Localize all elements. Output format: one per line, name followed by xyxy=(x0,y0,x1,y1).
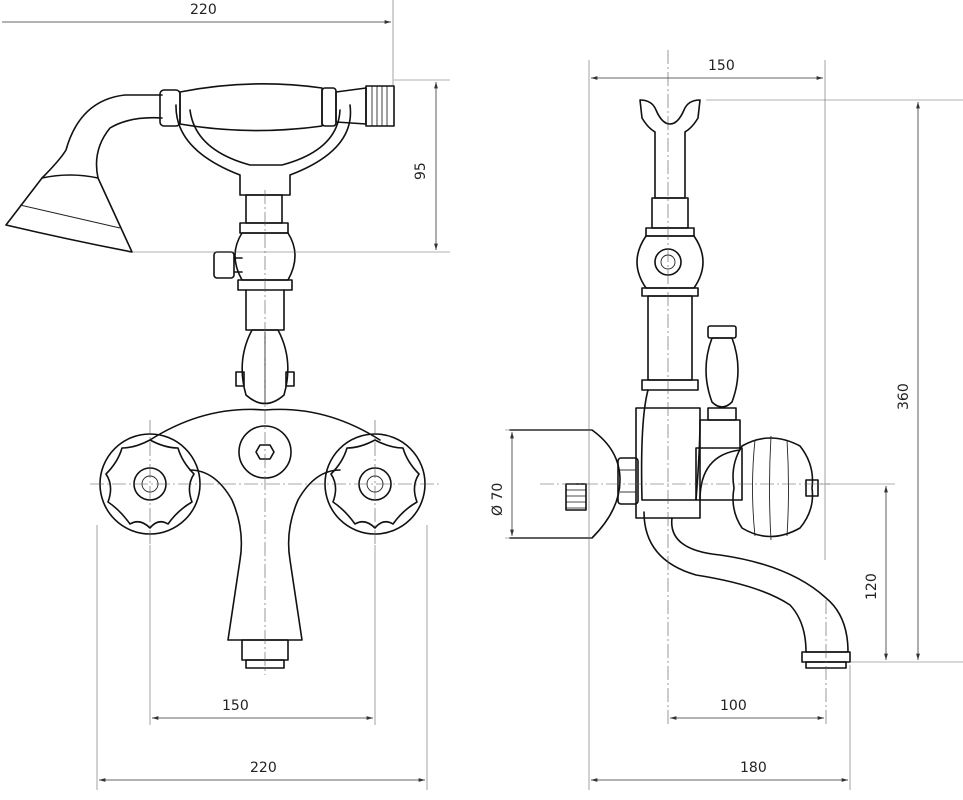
dim-side-spout-120: 120 xyxy=(818,483,895,660)
dim-side-diameter-70: Ø 70 xyxy=(490,429,592,539)
label-side-spout-120: 120 xyxy=(864,573,880,600)
side-view: 150 360 Ø 70 120 100 xyxy=(490,50,963,790)
label-side-diameter-70: Ø 70 xyxy=(490,483,506,516)
label-side-depth-180: 180 xyxy=(740,760,767,776)
label-front-bottom-220: 220 xyxy=(250,760,277,776)
side-valve-handle xyxy=(732,435,819,541)
riser-column xyxy=(213,194,296,331)
cradle-fork xyxy=(175,104,352,196)
side-body xyxy=(617,389,743,519)
hand-shower-handle xyxy=(159,83,395,132)
label-side-reach-100: 100 xyxy=(720,698,747,714)
dim-side-rail-150: 150 xyxy=(588,58,826,790)
dim-side-reach-100: 100 xyxy=(670,698,824,720)
label-front-top-220: 220 xyxy=(190,2,217,18)
label-handshower-95: 95 xyxy=(413,162,429,180)
hand-shower-head xyxy=(5,94,163,253)
side-riser xyxy=(636,197,704,391)
side-diverter-knob xyxy=(705,325,739,421)
front-view: 220 95 150 220 xyxy=(2,0,450,790)
dim-front-center-150: 150 xyxy=(149,545,376,725)
side-spout xyxy=(643,511,851,669)
label-front-center-150: 150 xyxy=(222,698,249,714)
front-centerlines xyxy=(90,190,440,675)
dim-side-height-360: 360 xyxy=(706,99,963,663)
dim-handshower-95: 95 xyxy=(132,79,450,253)
escutcheon-hatch xyxy=(566,489,586,509)
dim-front-bottom-220: 220 xyxy=(96,525,428,790)
label-side-rail-150: 150 xyxy=(708,58,735,74)
dim-front-top-220: 220 xyxy=(2,0,394,85)
shower-hook xyxy=(639,99,701,199)
dim-side-depth-180: 180 xyxy=(591,665,851,790)
thread-hatch xyxy=(371,86,388,126)
side-centerlines xyxy=(540,50,830,725)
label-side-height-360: 360 xyxy=(896,383,912,410)
